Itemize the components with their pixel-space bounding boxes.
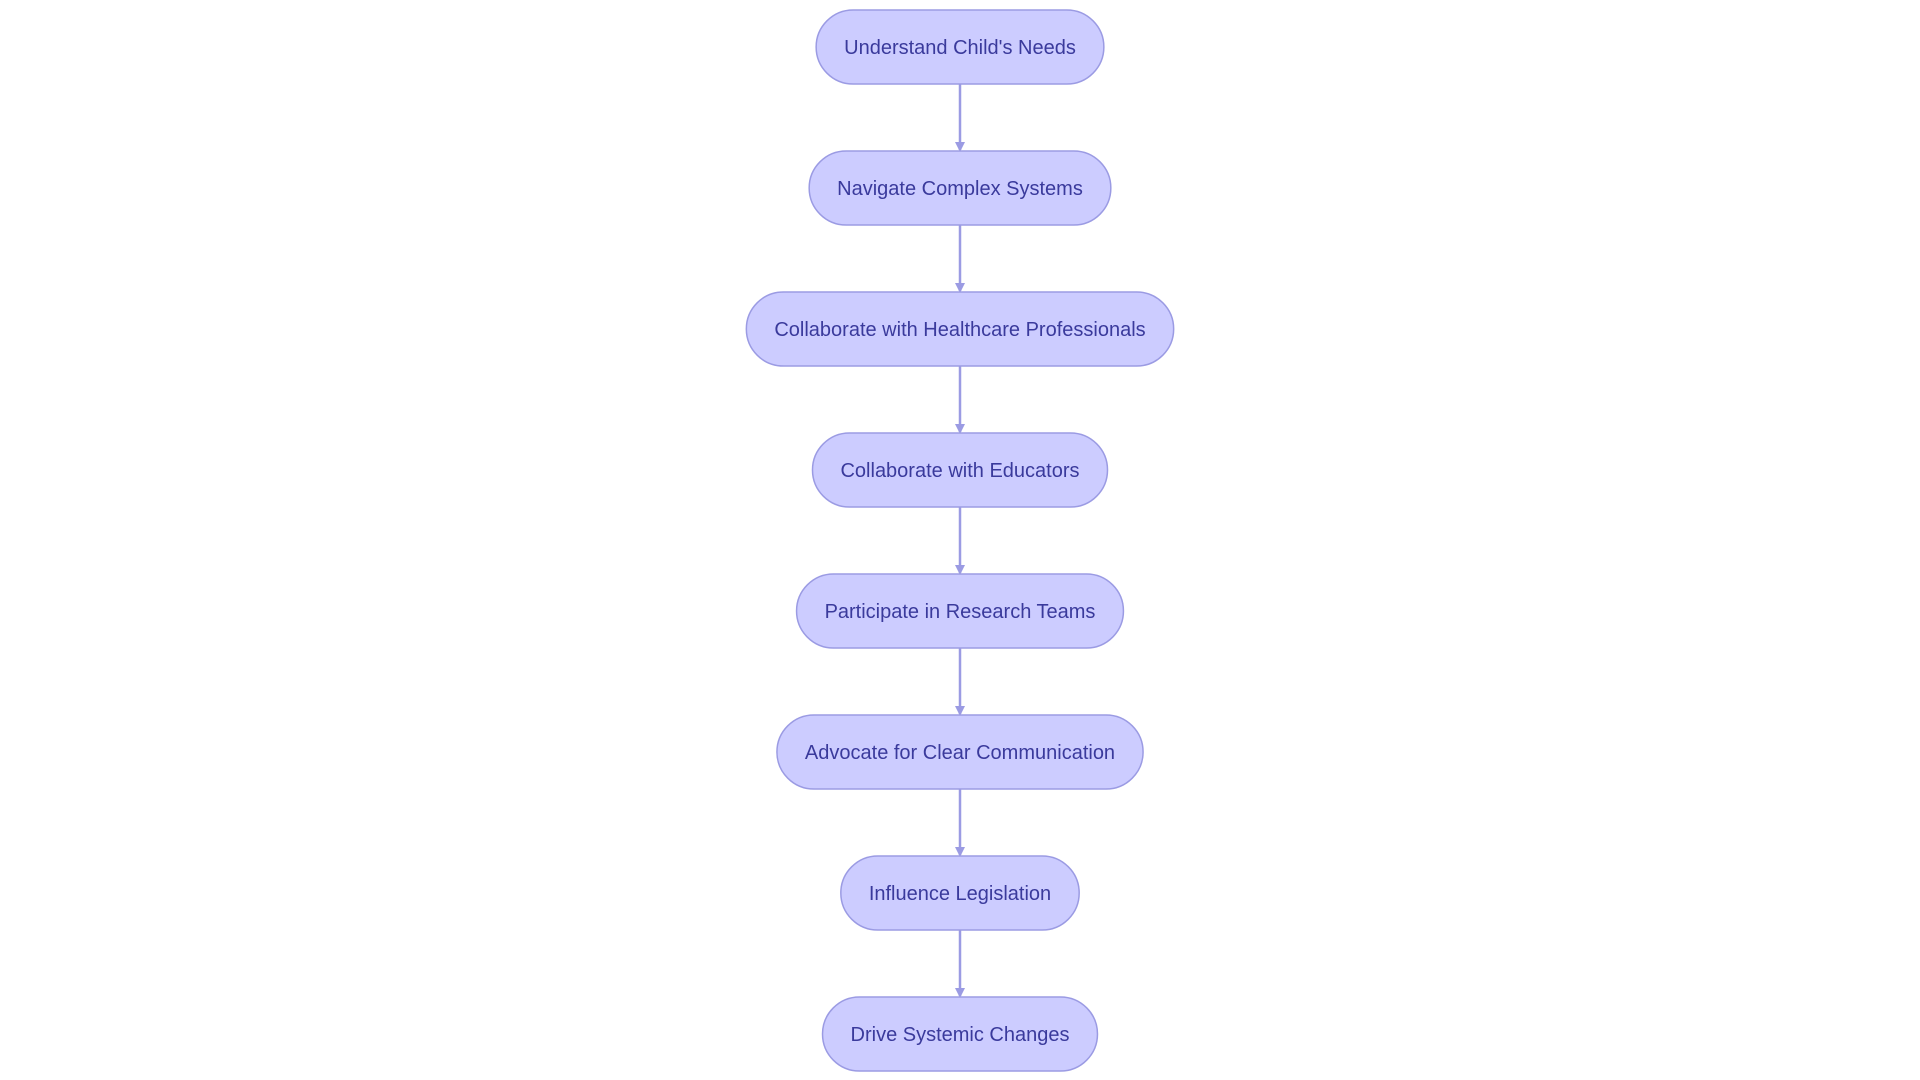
flow-node-label: Navigate Complex Systems bbox=[837, 178, 1083, 200]
flow-node-label: Understand Child's Needs bbox=[844, 37, 1076, 59]
flow-node: Collaborate with Healthcare Professional… bbox=[745, 291, 1175, 367]
flow-node-shape bbox=[815, 9, 1105, 85]
flow-node-shape bbox=[808, 150, 1112, 226]
flow-node-label: Collaborate with Healthcare Professional… bbox=[774, 319, 1145, 341]
flow-node-shape bbox=[745, 291, 1175, 367]
flow-node-label: Participate in Research Teams bbox=[825, 601, 1096, 623]
flow-node: Drive Systemic Changes bbox=[821, 996, 1099, 1072]
flow-node-label: Drive Systemic Changes bbox=[851, 1024, 1070, 1046]
flow-node: Collaborate with Educators bbox=[811, 432, 1109, 508]
flow-node-shape bbox=[821, 996, 1099, 1072]
flow-node-shape bbox=[840, 855, 1080, 931]
flow-node: Understand Child's Needs bbox=[815, 9, 1105, 85]
flow-node-label: Collaborate with Educators bbox=[840, 460, 1079, 482]
flow-node-shape bbox=[811, 432, 1109, 508]
flow-node-label: Influence Legislation bbox=[869, 883, 1051, 905]
flow-node: Navigate Complex Systems bbox=[808, 150, 1112, 226]
flow-node: Participate in Research Teams bbox=[795, 573, 1125, 649]
flow-node-label: Advocate for Clear Communication bbox=[805, 742, 1115, 764]
flow-node: Advocate for Clear Communication bbox=[776, 714, 1144, 790]
flow-node-shape bbox=[776, 714, 1144, 790]
flow-node: Influence Legislation bbox=[840, 855, 1080, 931]
flow-node-shape bbox=[795, 573, 1125, 649]
